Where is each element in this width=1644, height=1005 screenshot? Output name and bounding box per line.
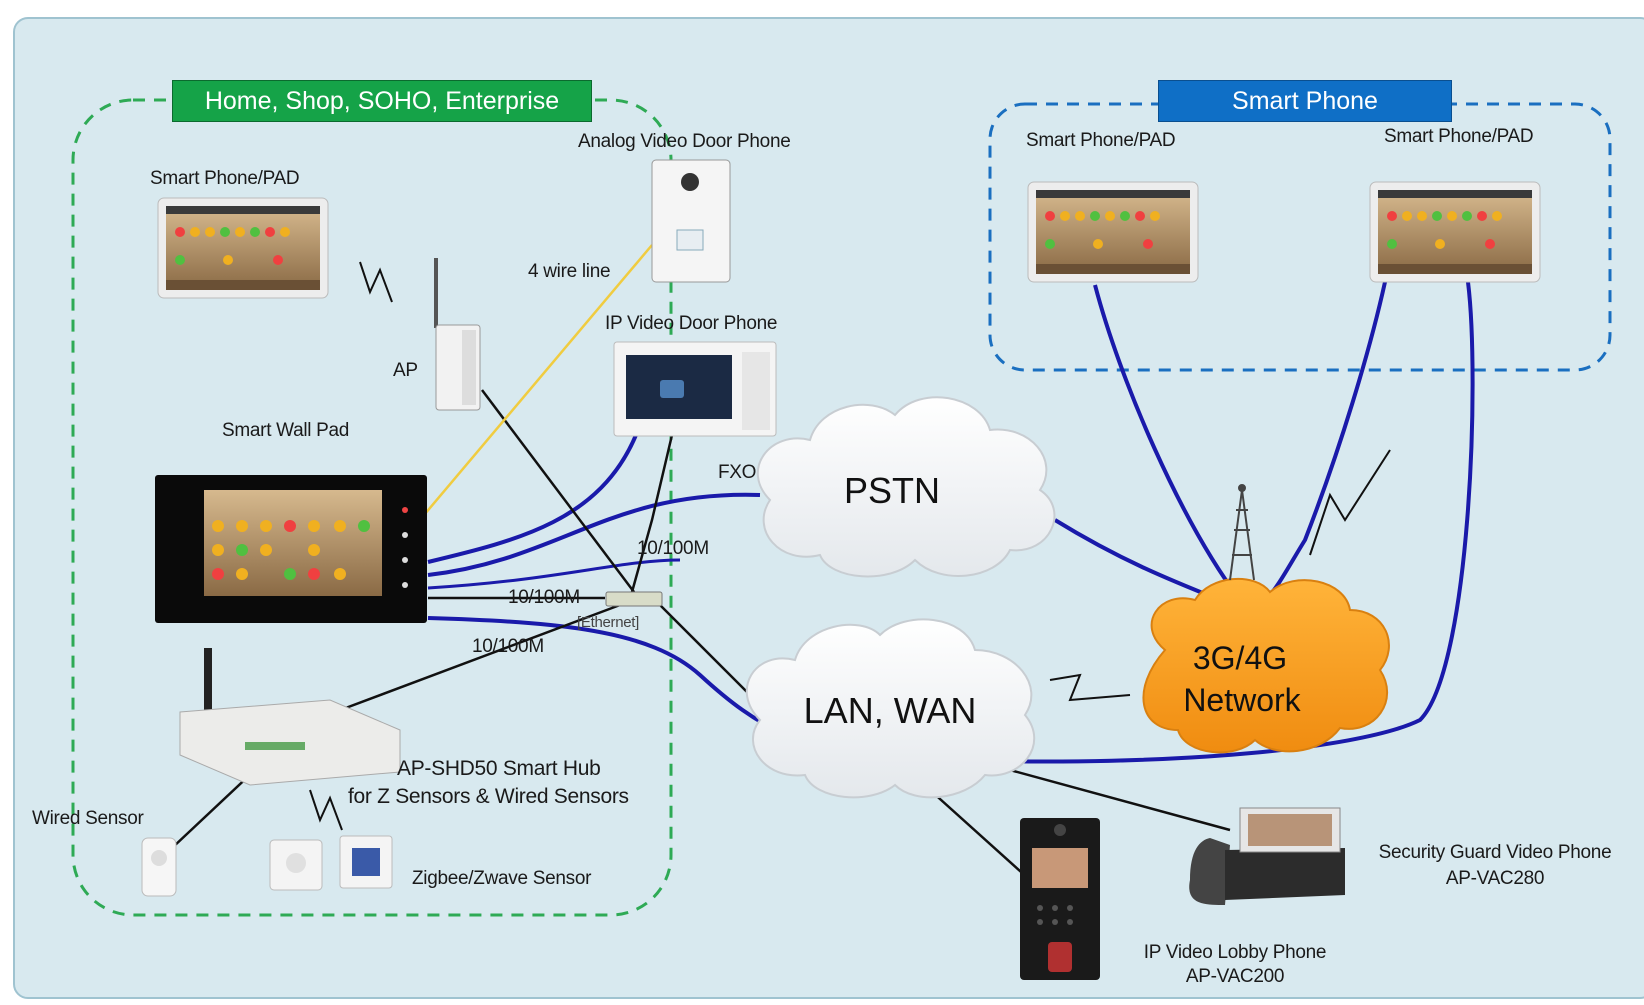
sensor-icon	[141, 837, 177, 897]
smart-phone-zone-title: Smart Phone	[1158, 80, 1452, 122]
four-wire-label: 4 wire line	[528, 261, 611, 282]
door-phone-icon	[651, 159, 731, 283]
analog-door-phone-label: Analog Video Door Phone	[578, 131, 791, 152]
lobby-phone-model-label: AP-VAC200	[1185, 966, 1285, 987]
ethernet-label: [Ethernet]	[577, 614, 640, 631]
ip-door-phone-label: IP Video Door Phone	[605, 313, 778, 334]
cloud-icon	[745, 618, 1036, 799]
lan-wan-cloud-label: LAN, WAN	[803, 690, 977, 731]
speed-label: 10/100M	[508, 587, 580, 608]
ap-label: AP	[393, 360, 418, 381]
network-cloud-label-2: Network	[1183, 682, 1301, 718]
wifi-ap-icon	[434, 258, 481, 411]
sensor-icon	[339, 835, 393, 889]
speed-label: 10/100M	[472, 636, 544, 657]
network-cloud-label: 3G/4G	[1192, 640, 1288, 676]
wired-sensor-label: Wired Sensor	[32, 808, 144, 829]
lobby-phone-label: IP Video Lobby Phone	[1143, 942, 1327, 963]
link-switch-hub	[334, 603, 621, 714]
smart-phone-pad-label: Smart Phone/PAD	[150, 168, 300, 189]
link-wallpad-pstn	[427, 492, 761, 577]
link-wallpad-lan-phone2	[427, 281, 1475, 764]
smart-phone-pad-label: Smart Phone/PAD	[1384, 126, 1534, 147]
link-switch-lan	[659, 604, 761, 706]
link-ip-doorphone-switch	[630, 434, 674, 593]
home-zone-title: Home, Shop, SOHO, Enterprise	[172, 80, 592, 122]
smart-wall-pad-label: Smart Wall Pad	[222, 420, 350, 441]
tablet-icon	[1369, 181, 1541, 283]
lobby-phone-icon	[1020, 818, 1100, 980]
cell-tower-icon	[1229, 484, 1255, 581]
link-ap-switch	[481, 389, 635, 593]
cloud-icon	[1142, 577, 1390, 754]
sensor-icon	[269, 839, 323, 891]
smart-hub-sub-label: for Z Sensors & Wired Sensors	[348, 785, 629, 808]
link-wallpad-ip-doorphone	[427, 434, 638, 564]
wall-pad-icon	[155, 475, 427, 623]
link-lan-security-phone	[1009, 768, 1231, 832]
smart-hub-label: AP-SHD50 Smart Hub	[397, 757, 601, 780]
speed-label: 10/100M	[637, 538, 709, 559]
switch-icon	[605, 591, 663, 607]
link-hub-wired-sensor	[171, 769, 256, 849]
smart-phone-pad-label: Smart Phone/PAD	[1026, 130, 1176, 151]
security-guard-label: Security Guard Video Phone	[1378, 842, 1612, 863]
desk-phone-icon	[1189, 807, 1345, 905]
link-wallpad-ethernet	[427, 558, 681, 590]
fxo-label: FXO	[718, 462, 757, 483]
security-guard-model-label: AP-VAC280	[1445, 868, 1545, 889]
link-lan-lobby-phone	[929, 789, 1031, 881]
pstn-cloud-label: PSTN	[843, 470, 941, 511]
cloud-icon	[756, 396, 1056, 578]
tablet-icon	[157, 197, 329, 299]
zigbee-sensor-label: Zigbee/Zwave Sensor	[412, 868, 592, 889]
tablet-icon	[1027, 181, 1199, 283]
ip-door-phone-icon	[613, 341, 777, 437]
hub-icon	[179, 648, 401, 786]
link-wallpad-analog-doorphone	[423, 244, 653, 516]
